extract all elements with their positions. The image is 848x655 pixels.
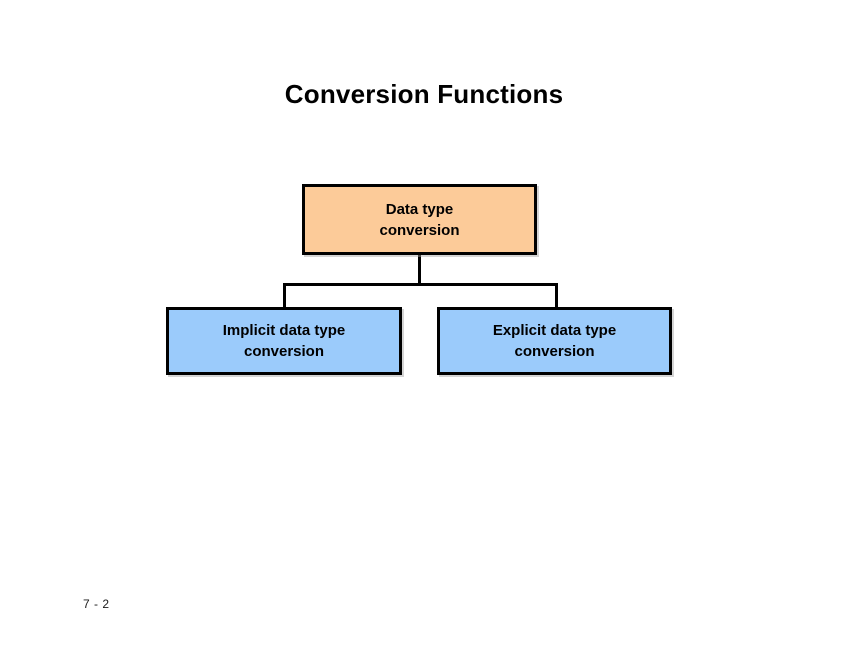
connector-drop-explicit: [555, 283, 558, 308]
connector-drop-implicit: [283, 283, 286, 308]
node-explicit-data-type-conversion-label: Explicit data type conversion: [492, 322, 617, 360]
node-explicit-data-type-conversion: Explicit data type conversion: [437, 307, 672, 375]
connector-horizontal-bus: [283, 283, 558, 286]
page-number: 7 - 2: [83, 597, 110, 611]
node-data-type-conversion-label: Data type conversion: [379, 200, 460, 239]
node-implicit-data-type-conversion: Implicit data type conversion: [166, 307, 402, 375]
page-title: Conversion Functions: [284, 79, 564, 109]
connector-root-stem: [418, 255, 421, 285]
node-implicit-data-type-conversion-label: Implicit data type conversion: [222, 322, 346, 360]
node-data-type-conversion: Data type conversion: [302, 184, 537, 255]
